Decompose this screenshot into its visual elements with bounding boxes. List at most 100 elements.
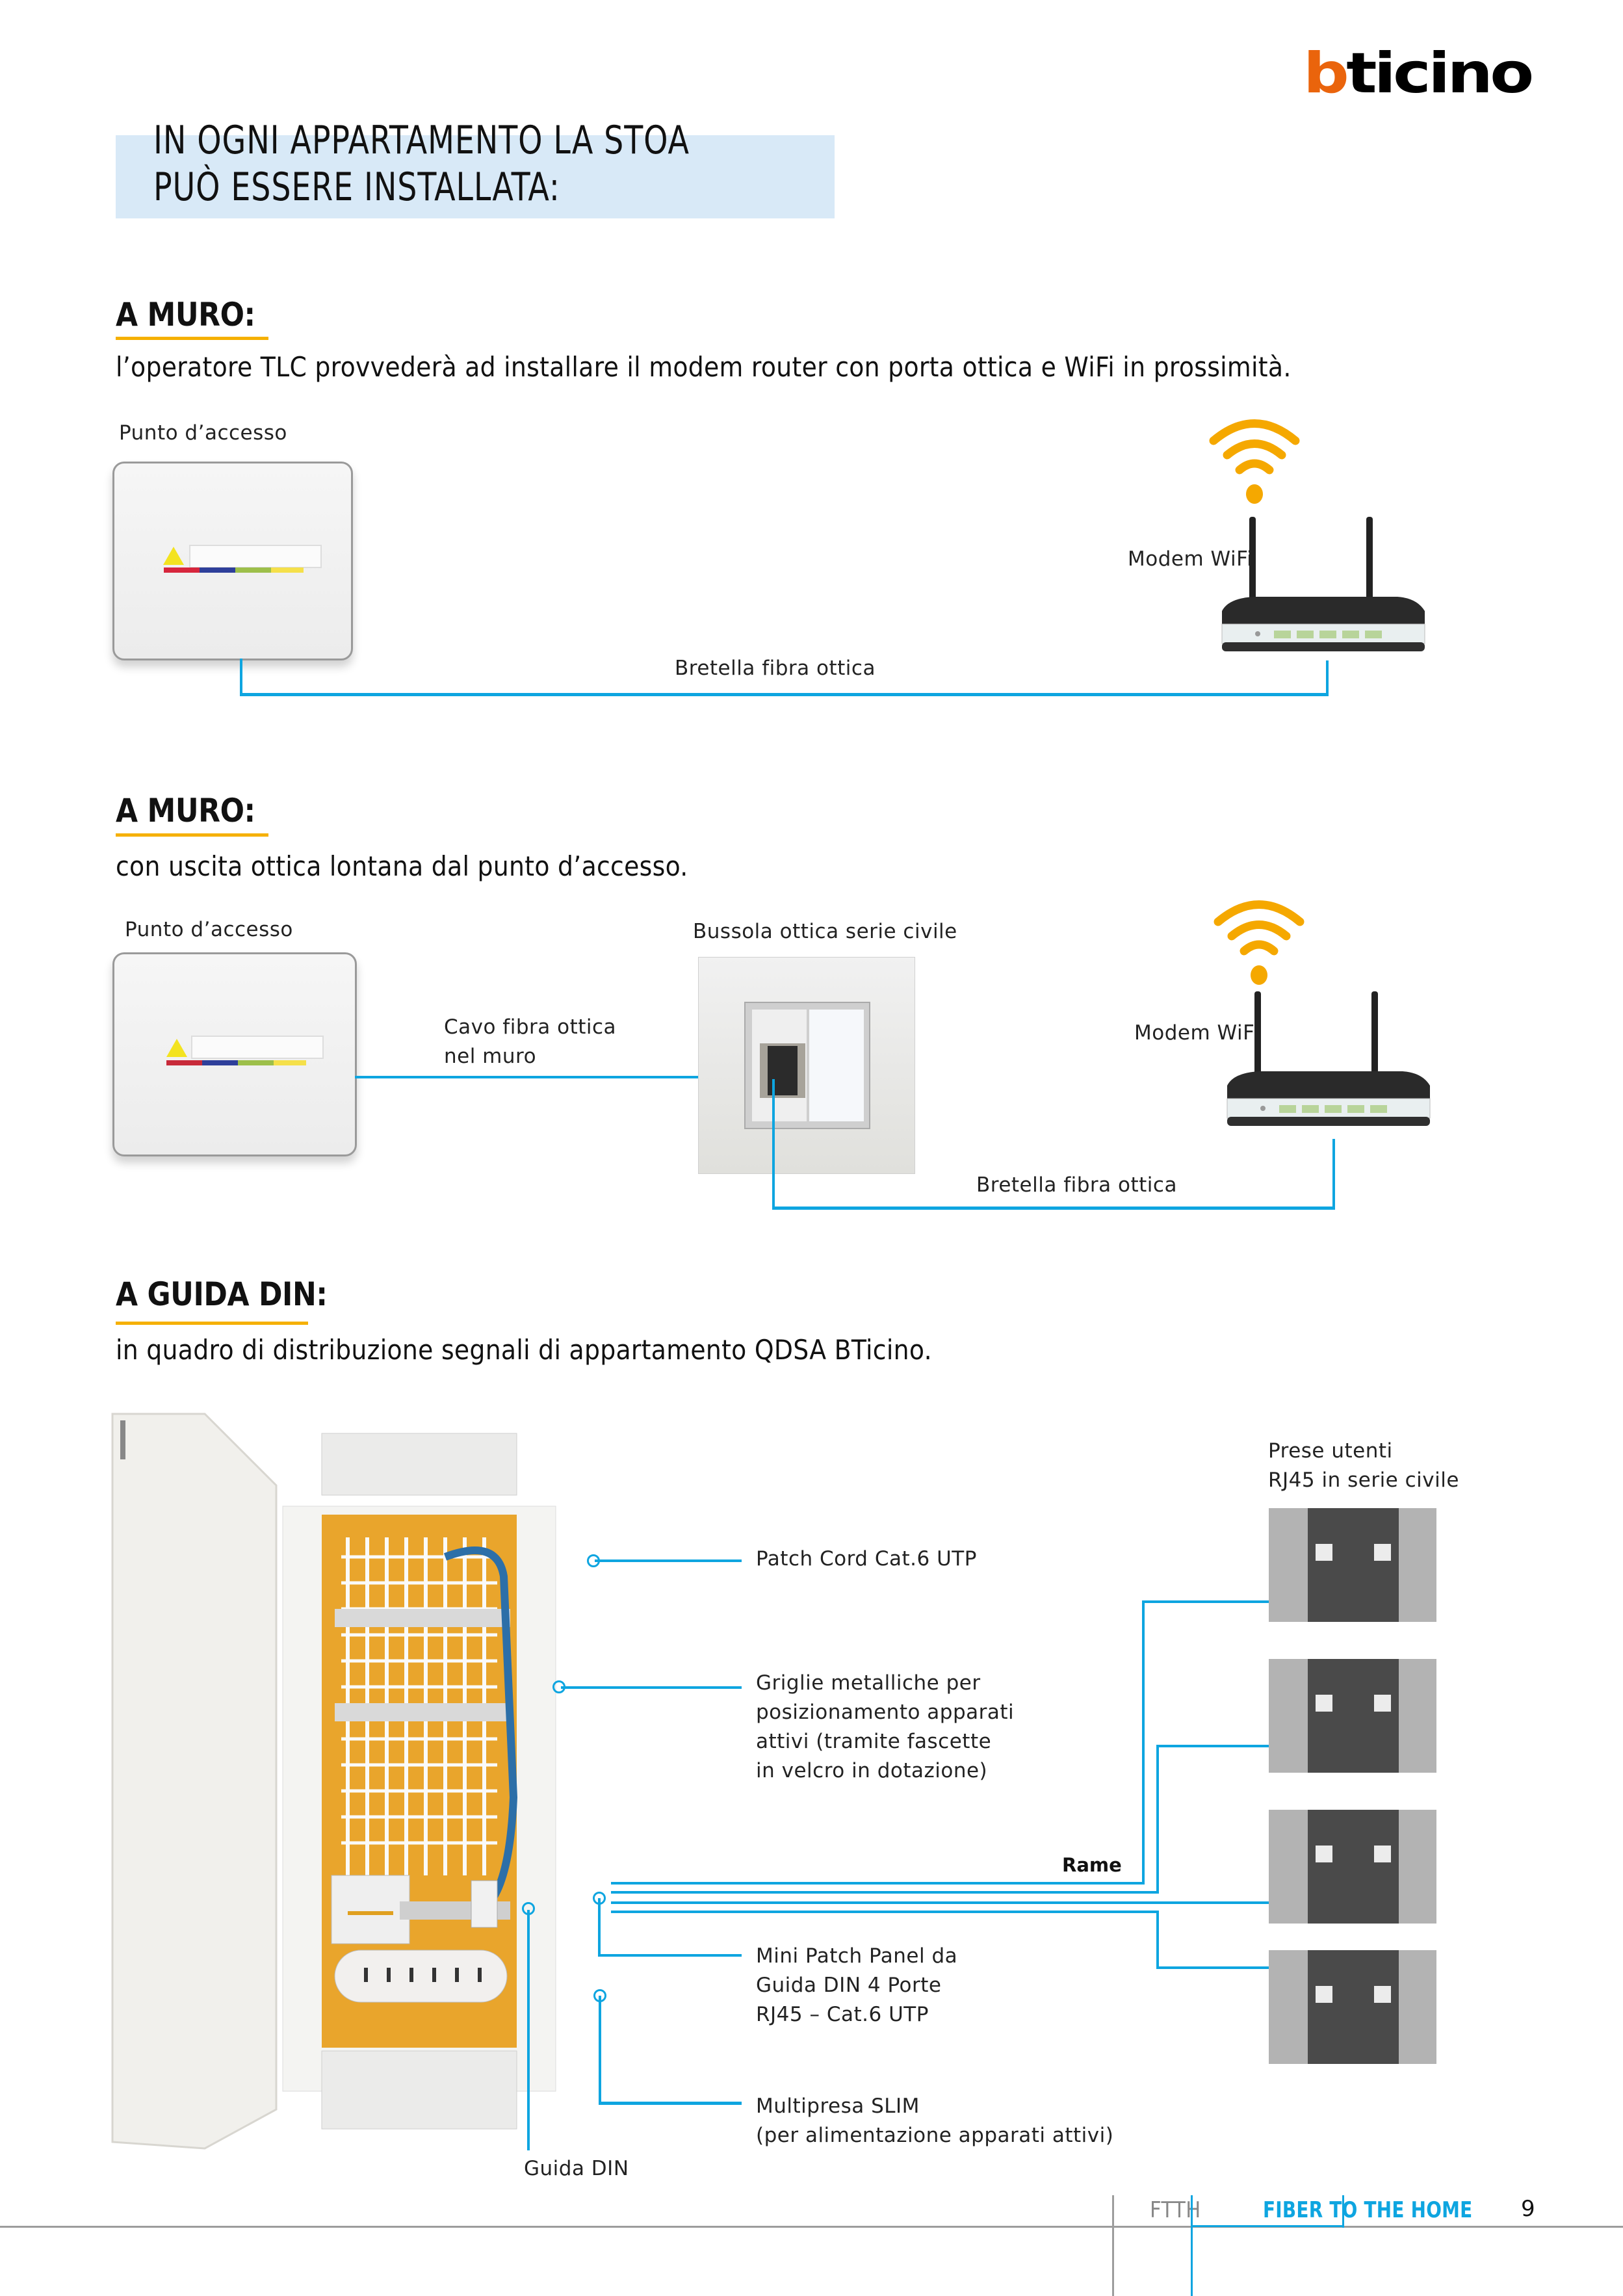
outlet-module — [1308, 1950, 1399, 2064]
copper-line-2 — [611, 1891, 1159, 1894]
copper-line-2-vertical — [1156, 1745, 1159, 1894]
router-image-2 — [1227, 991, 1431, 1126]
leader-multipresa-vertical — [599, 1996, 601, 2104]
page-title: IN OGNI APPARTAMENTO LA STOA PUÒ ESSERE … — [153, 118, 690, 210]
router-image — [1221, 517, 1425, 651]
optical-socket-plate — [698, 957, 915, 1174]
patch-cable-left-2 — [772, 1079, 775, 1209]
modem-label: Modem WiFi — [1128, 547, 1253, 571]
logo-text: ticino — [1346, 41, 1534, 106]
color-strip-red — [164, 567, 200, 573]
rj45-jack-icon — [1316, 1846, 1332, 1862]
socket-label: Bussola ottica serie civile — [693, 920, 957, 943]
access-point-label: Punto d’accesso — [119, 421, 287, 445]
copper-line-1-vertical — [1142, 1600, 1145, 1885]
socket-frame — [744, 1002, 870, 1129]
rj45-jack-icon — [1374, 1544, 1391, 1561]
copper-line-2-to-outlet — [1156, 1745, 1271, 1747]
logo-b: b — [1303, 41, 1349, 106]
laser-warning-icon — [163, 547, 184, 565]
color-strip-yellow — [274, 1060, 306, 1065]
copper-line-4-vertical — [1156, 1911, 1159, 1969]
section-1-underline — [116, 337, 268, 340]
patch-cable-right-2 — [1332, 1139, 1335, 1210]
footer-divider-3 — [1342, 2195, 1344, 2228]
leader-mini-panel — [598, 1954, 742, 1957]
rj45-jack-icon — [1316, 1544, 1332, 1561]
access-point-box-2 — [112, 952, 357, 1156]
patch-label-2: Bretella fibra ottica — [976, 1173, 1177, 1197]
copper-line-1 — [611, 1882, 1145, 1885]
rj45-outlet-plate — [1269, 1810, 1436, 1924]
section-2-underline — [116, 833, 268, 837]
din-rail-label: Guida DIN — [524, 2157, 629, 2180]
laser-warning-icon — [166, 1039, 187, 1057]
copper-line-4-to-outlet — [1156, 1966, 1271, 1969]
copper-line-4 — [611, 1911, 1159, 1913]
wall-fiber-cable — [355, 1076, 701, 1078]
rj45-jack-icon — [1374, 1986, 1391, 2003]
rj45-jack-icon — [1374, 1695, 1391, 1712]
rj45-jack-icon — [1316, 1695, 1332, 1712]
patch-cord-label: Patch Cord Cat.6 UTP — [756, 1547, 977, 1571]
fiber-connector — [760, 1043, 805, 1098]
patch-cable-left — [240, 659, 242, 695]
patch-cable-bottom — [240, 693, 1329, 696]
modem-label-2: Modem WiFi — [1134, 1021, 1260, 1045]
rj45-jack-icon — [1316, 1986, 1332, 2003]
socket-module-right — [809, 1010, 864, 1121]
color-strip-blue — [200, 567, 235, 573]
footer-title-underline — [1191, 2225, 1342, 2227]
color-strip-yellow — [271, 567, 304, 573]
multipresa-label: Multipresa SLIM (per alimentazione appar… — [756, 2094, 1114, 2147]
page-number: 9 — [1521, 2196, 1535, 2222]
footer-section: FTTH — [1150, 2197, 1201, 2223]
rj45-outlet-plate — [1269, 1508, 1436, 1622]
section-1-heading: A MURO: — [116, 296, 255, 333]
label-window — [189, 545, 322, 568]
section-1-subtitle: l’operatore TLC provvederà ad installare… — [116, 351, 1292, 383]
footer-rule — [0, 2226, 1623, 2228]
callout-dot-grids — [552, 1680, 565, 1693]
hero-highlight — [116, 135, 835, 218]
patch-cable-bottom-2 — [772, 1207, 1335, 1210]
label-window — [191, 1036, 324, 1059]
rj45-jack-icon — [1374, 1846, 1391, 1862]
callout-dot-din-rail — [522, 1902, 535, 1915]
leader-multipresa — [599, 2102, 742, 2105]
wifi-icon-2 — [1214, 900, 1305, 985]
mini-panel-label: Mini Patch Panel da Guida DIN 4 Porte RJ… — [756, 1944, 958, 2026]
copper-label: Rame — [1062, 1854, 1122, 1876]
color-strip-green — [238, 1060, 274, 1065]
access-point-label-2: Punto d’accesso — [125, 918, 293, 941]
color-strip-blue — [202, 1060, 238, 1065]
copper-line-3 — [611, 1901, 1271, 1904]
leader-mini-panel-vertical — [598, 1898, 601, 1957]
wall-cable-label: Cavo fibra ottica nel muro — [444, 1015, 617, 1068]
leader-grids — [561, 1686, 742, 1689]
footer-title: FIBER TO THE HOME — [1263, 2197, 1473, 2223]
leader-patch-cord — [595, 1559, 742, 1562]
callout-dot-patch-cord — [587, 1554, 600, 1567]
bticino-logo: bticino — [1303, 46, 1534, 101]
rj45-outlet-plate — [1269, 1950, 1436, 2064]
outlets-label: Prese utenti RJ45 in serie civile — [1268, 1439, 1459, 1492]
section-3-subtitle: in quadro di distribuzione segnali di ap… — [116, 1334, 932, 1366]
outlet-module — [1308, 1508, 1399, 1622]
callout-dot-multipresa — [593, 1989, 606, 2002]
copper-line-1-to-outlet — [1142, 1600, 1271, 1603]
section-2-subtitle: con uscita ottica lontana dal punto d’ac… — [116, 850, 688, 882]
callout-dot-mini-panel — [593, 1892, 606, 1905]
color-strip-green — [235, 567, 271, 573]
wifi-icon — [1209, 419, 1300, 504]
section-2-heading: A MURO: — [116, 792, 255, 829]
patch-label: Bretella fibra ottica — [675, 657, 876, 680]
outlet-module — [1308, 1810, 1399, 1924]
footer-divider-1 — [1112, 2195, 1114, 2296]
rj45-outlet-plate — [1269, 1659, 1436, 1773]
patch-cable-right — [1326, 660, 1329, 696]
qdsa-cabinet-image — [111, 1413, 556, 2150]
leader-din-rail — [527, 1910, 530, 2150]
outlet-module — [1308, 1659, 1399, 1773]
section-3-underline — [116, 1322, 308, 1325]
